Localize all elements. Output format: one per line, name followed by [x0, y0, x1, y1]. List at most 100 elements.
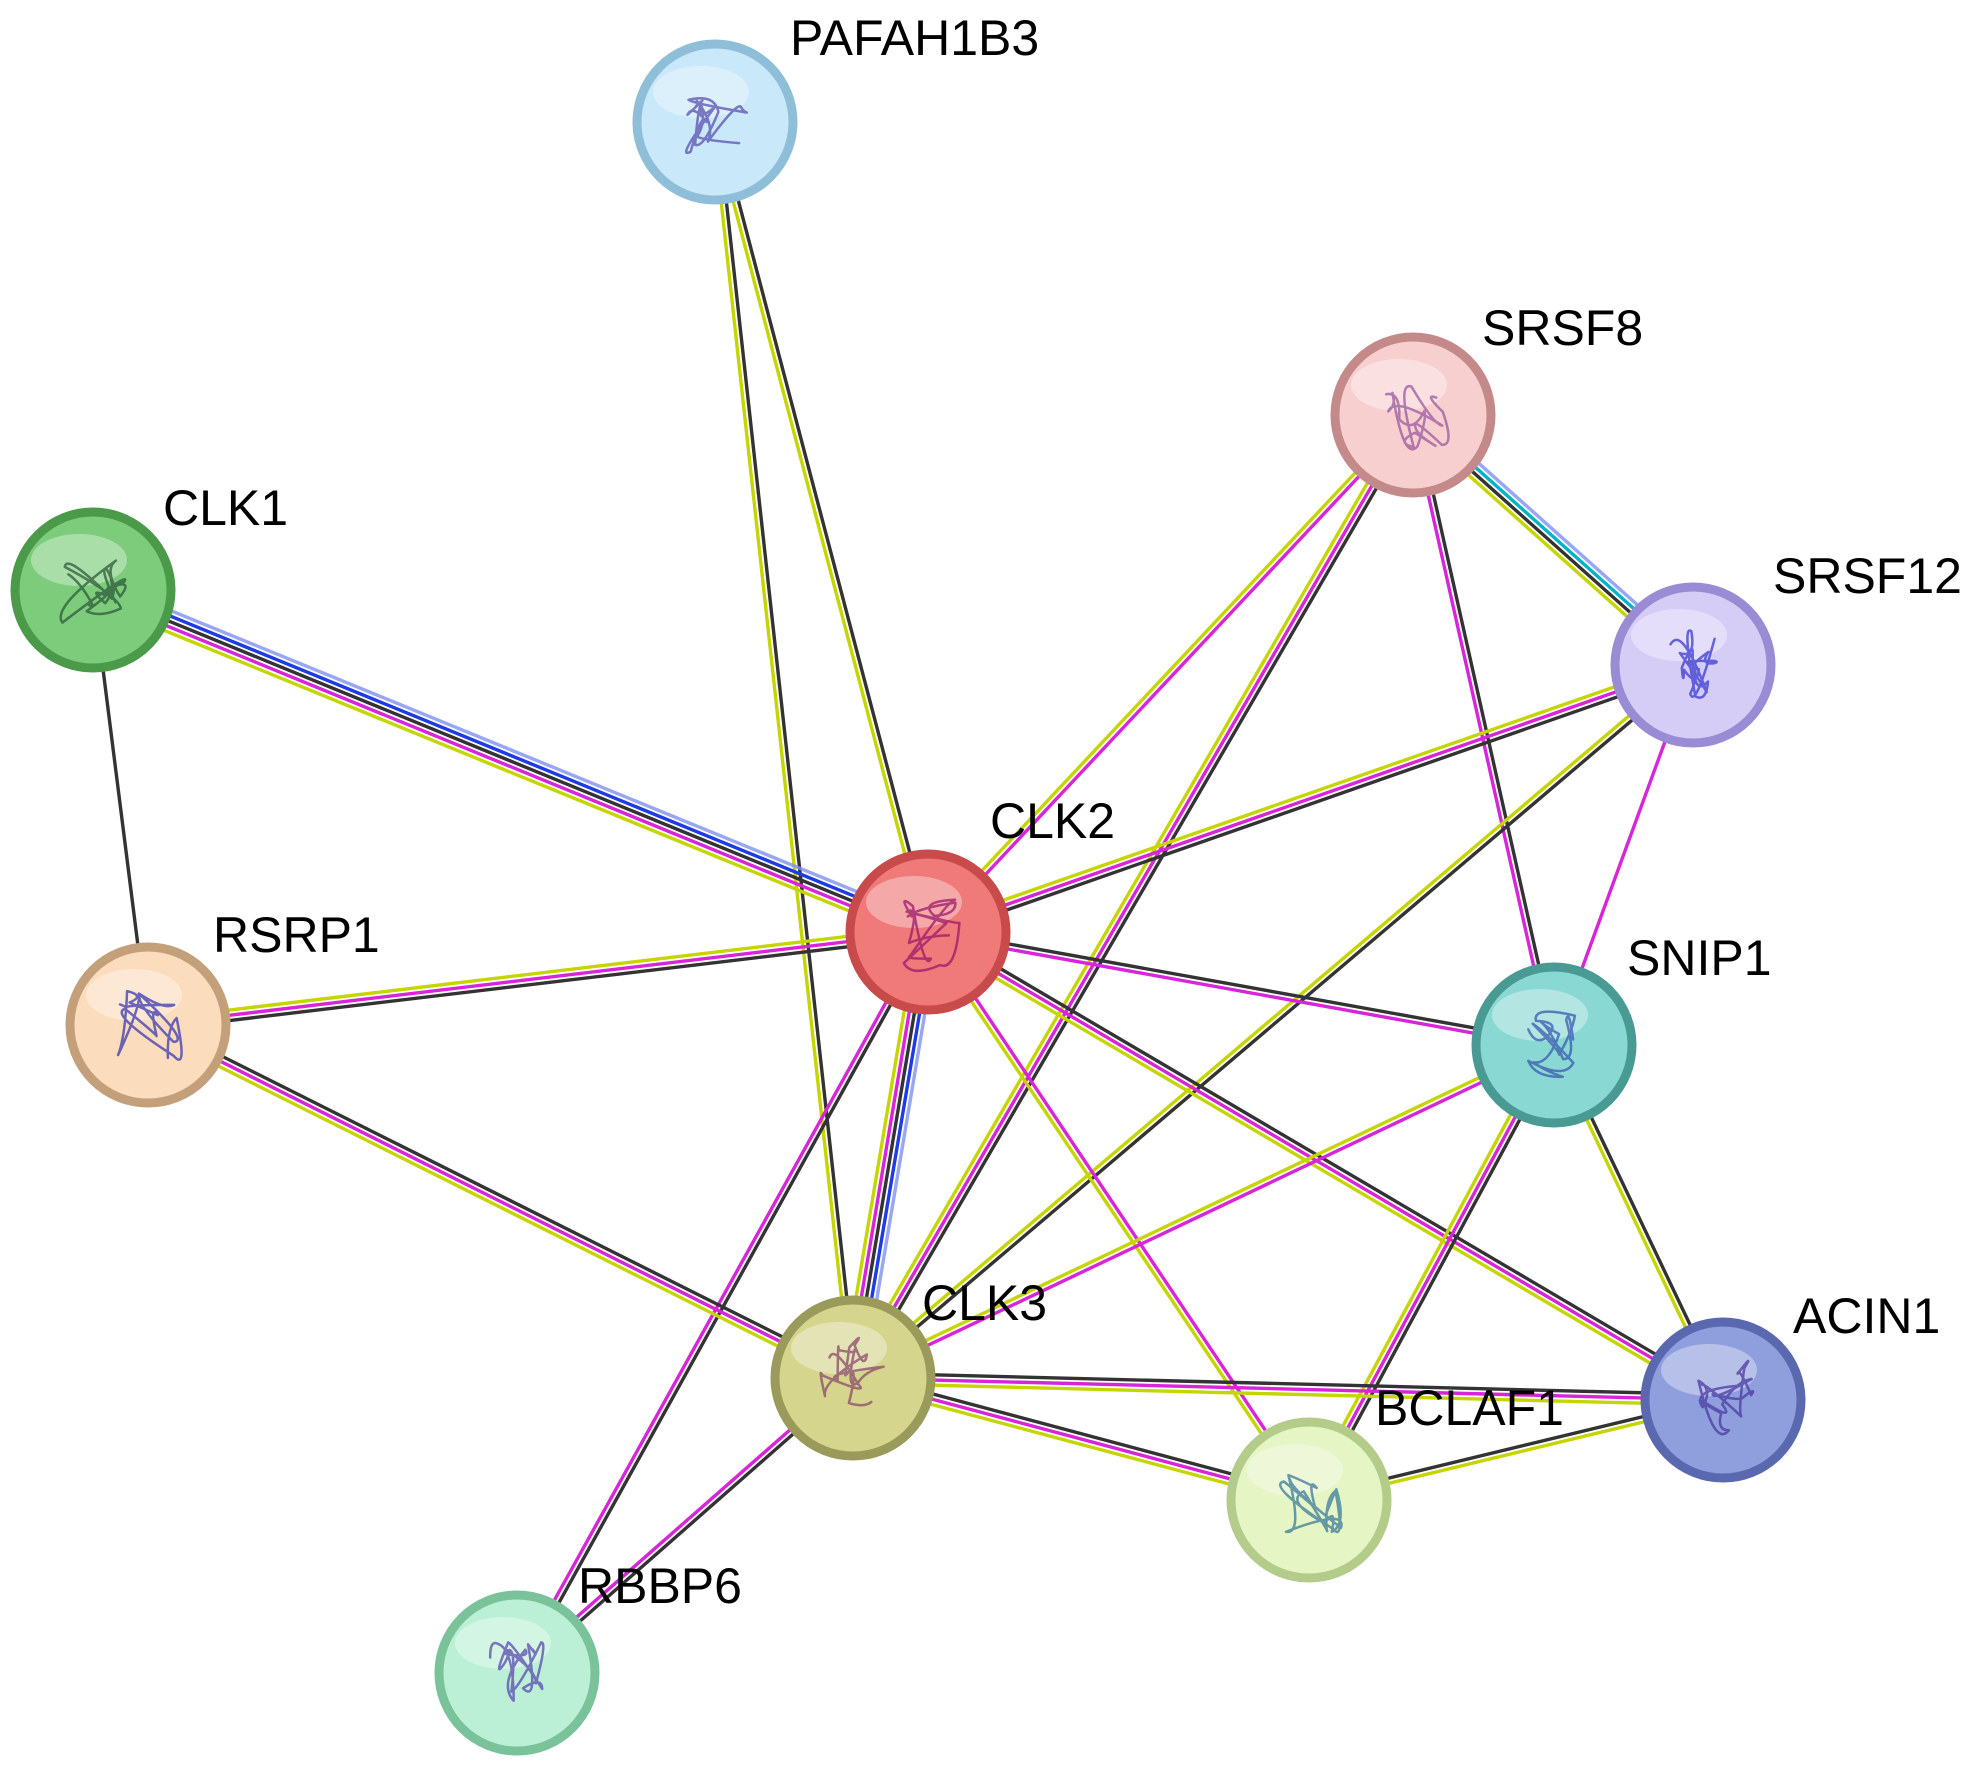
node-label: SRSF8	[1482, 300, 1643, 356]
edge-strand-textmining	[924, 931, 1309, 1504]
node-bclaf1[interactable]: BCLAF1	[1226, 1380, 1564, 1583]
edge-strand-experiments	[513, 929, 928, 1674]
edge-snip1-bclaf1	[1302, 1040, 1561, 1505]
node-label: SRSF12	[1773, 548, 1962, 604]
edge-strand-experiments	[89, 593, 928, 939]
edge-snip1-clk3	[850, 1040, 1557, 1383]
protein-structure-icon	[116, 989, 183, 1061]
edge-strand-textmining	[1302, 1040, 1552, 1500]
protein-structure-icon	[1697, 1359, 1755, 1436]
node-label: PAFAH1B3	[790, 10, 1039, 66]
node-clk3[interactable]: CLK3	[770, 1275, 1047, 1461]
node-highlight	[1351, 359, 1447, 411]
node-rbbp6[interactable]: RBBP6	[434, 1558, 742, 1756]
node-label: BCLAF1	[1375, 1380, 1564, 1436]
node-highlight	[31, 534, 127, 586]
edge-strand-coexpression	[91, 588, 930, 934]
edge-strand-textmining	[923, 934, 1723, 1407]
edge-strand-coexpression	[928, 925, 1728, 1398]
node-clk2[interactable]: CLK2	[845, 793, 1115, 1015]
edge-strand-coexpression	[715, 120, 858, 1380]
protein-structure-icon	[59, 559, 127, 624]
protein-structure-icon	[685, 96, 749, 155]
edge-strand-textmining	[87, 597, 926, 944]
edge-clk2-snip1	[925, 927, 1557, 1050]
edge-strand-experiments	[852, 1045, 1557, 1383]
node-circle[interactable]	[65, 942, 231, 1108]
edge-strand-experiments	[1408, 413, 1554, 1048]
edge-clk2-acin1	[923, 925, 1728, 1407]
edge-strand-textmining	[850, 1040, 1555, 1378]
edge-strand-coexpression	[1413, 412, 1559, 1047]
node-label: ACIN1	[1793, 1288, 1940, 1344]
node-label: CLK1	[163, 480, 288, 536]
node-label: CLK3	[922, 1275, 1047, 1331]
node-srsf8[interactable]: SRSF8	[1330, 300, 1643, 498]
edge-strand-coexpression	[928, 668, 1697, 939]
protein-structure-icon	[488, 1641, 545, 1703]
node-highlight	[1247, 1444, 1343, 1496]
edge-strand-experiments	[146, 930, 930, 1027]
node-pafah1b3[interactable]: PAFAH1B3	[632, 10, 1039, 205]
edge-strand-coexpression	[851, 1371, 1725, 1397]
node-highlight	[653, 66, 749, 118]
protein-structure-icon	[819, 1336, 885, 1407]
edge-strand-textmining	[849, 661, 1694, 1378]
edge-clk2-rbbp6	[513, 929, 932, 1676]
node-highlight	[1631, 609, 1727, 661]
edge-strand-databases	[93, 583, 932, 929]
protein-structure-icon	[1527, 1010, 1577, 1079]
node-label: SNIP1	[1627, 930, 1772, 986]
node-snip1[interactable]: SNIP1	[1471, 930, 1772, 1128]
edge-clk3-acin1	[851, 1371, 1725, 1407]
edge-strand-experiments	[1307, 1043, 1556, 1502]
edge-strand-coexpression	[146, 935, 931, 1032]
edge-strand-coexpression	[855, 415, 1420, 1383]
edge-srsf12-clk3	[849, 661, 1697, 1382]
node-highlight	[1661, 1344, 1757, 1396]
edge-strand-textmining	[143, 1027, 853, 1385]
edge-clk2-bclaf1	[924, 928, 1313, 1504]
node-rsrp1[interactable]: RSRP1	[65, 907, 380, 1108]
node-acin1[interactable]: ACIN1	[1640, 1288, 1940, 1483]
edge-srsf8-snip1	[1408, 412, 1559, 1048]
edge-strand-coexpression	[715, 119, 933, 934]
node-highlight	[455, 1617, 551, 1669]
protein-structure-icon	[902, 898, 961, 973]
edge-clk1-clk2	[87, 578, 934, 944]
node-srsf12[interactable]: SRSF12	[1610, 548, 1962, 748]
node-circle[interactable]	[10, 507, 176, 673]
edge-strand-gene_fusion	[95, 578, 934, 925]
edge-strand-experiments	[925, 932, 1556, 1050]
edge-pafah1b3-clk3	[710, 120, 858, 1380]
edge-strand-textmining	[851, 1381, 1725, 1407]
node-circle[interactable]	[434, 1590, 600, 1756]
edge-strand-experiments	[928, 415, 1417, 936]
node-highlight	[1492, 989, 1588, 1041]
edge-strand-coexpression	[926, 927, 1557, 1045]
edge-strand-experiments	[851, 413, 1415, 1380]
edge-strand-experiments	[146, 1023, 855, 1380]
node-label: RBBP6	[578, 1558, 742, 1614]
node-clk1[interactable]: CLK1	[10, 480, 288, 673]
protein-structure-icon	[1669, 629, 1718, 699]
edge-strand-experiments	[928, 928, 1313, 1501]
protein-structure-icon	[1384, 384, 1450, 451]
edge-strand-textmining	[924, 411, 1413, 932]
edge-srsf8-clk2	[924, 411, 1417, 936]
edge-srsf8-clk3	[846, 410, 1420, 1383]
node-circle[interactable]	[1330, 332, 1496, 498]
edge-strand-textmining	[846, 410, 1411, 1378]
edge-strand-experiments	[926, 930, 1725, 1402]
protein-structure-icon	[1278, 1473, 1343, 1534]
edge-strand-coexpression	[852, 665, 1697, 1382]
node-label: CLK2	[990, 793, 1115, 849]
edge-strand-textmining	[145, 925, 930, 1022]
edge-clk2-rsrp1	[145, 925, 931, 1032]
edge-strand-experiments	[926, 663, 1695, 934]
edge-strand-textmining	[924, 658, 1693, 929]
edge-strand-textmining	[710, 120, 853, 1380]
edge-srsf12-clk2	[924, 658, 1697, 939]
